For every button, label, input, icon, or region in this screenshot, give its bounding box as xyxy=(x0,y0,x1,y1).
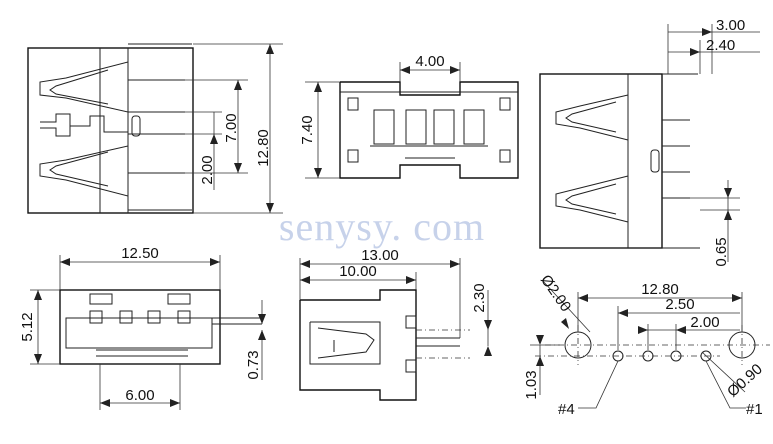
front-width-label: 12.50 xyxy=(121,245,159,262)
right-side-view xyxy=(539,24,760,262)
footprint-pin4-label: #4 xyxy=(558,401,575,418)
top-view xyxy=(299,258,492,401)
top-length2-label: 10.00 xyxy=(339,263,377,280)
side-view xyxy=(27,43,283,214)
front-top-height-label: 7.40 xyxy=(299,115,316,144)
front-view xyxy=(30,255,266,410)
footprint-pitch2-label: 2.00 xyxy=(690,314,719,331)
front-height-label: 5.12 xyxy=(19,312,36,341)
front-top-width-label: 4.00 xyxy=(415,53,444,70)
right-d3-label: 0.65 xyxy=(713,237,730,266)
footprint-pitch-label: 2.50 xyxy=(665,296,694,313)
front-offset-label: 0.73 xyxy=(245,350,262,379)
side-pin-span-label: 7.00 xyxy=(223,113,240,142)
right-side-outline xyxy=(539,73,663,249)
top-length-label: 13.00 xyxy=(361,247,399,264)
side-view-outline xyxy=(27,47,194,214)
footprint-pin-hole-label: Ø0.90 xyxy=(724,361,766,401)
top-height-label: 2.30 xyxy=(471,283,488,312)
footprint-view xyxy=(530,279,770,409)
right-d1-label: 3.00 xyxy=(716,17,745,34)
footprint-mount-hole-label: Ø2.00 xyxy=(537,272,574,315)
footprint-span-label: 12.80 xyxy=(641,281,679,298)
front-inner-label: 6.00 xyxy=(125,387,154,404)
front-top-view xyxy=(305,62,519,179)
watermark: senysy. com xyxy=(279,204,485,249)
footprint-offset-label: 1.03 xyxy=(523,370,540,399)
front-outline xyxy=(59,289,221,365)
side-pitch-label: 2.00 xyxy=(199,155,216,184)
side-height-label: 12.80 xyxy=(255,129,272,167)
right-d2-label: 2.40 xyxy=(706,37,735,54)
footprint-pin1-label: #1 xyxy=(746,401,763,418)
